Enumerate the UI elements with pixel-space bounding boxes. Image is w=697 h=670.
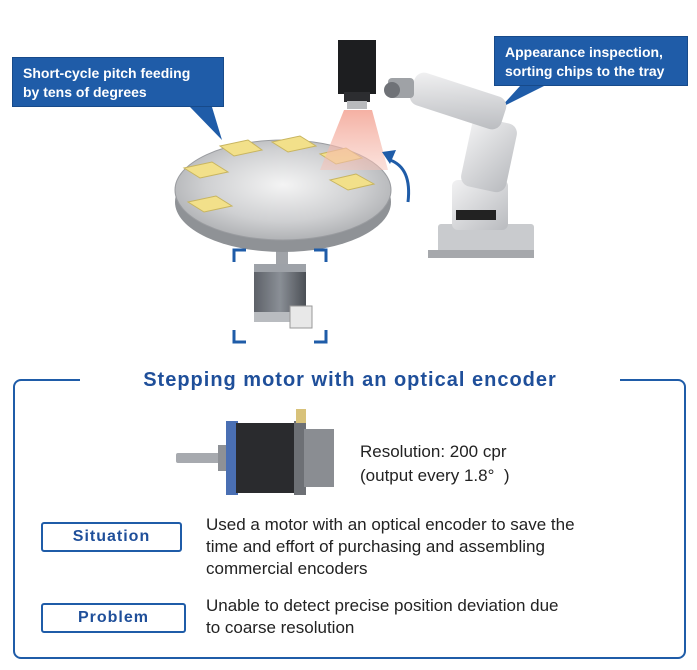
callout-right-pointer — [500, 86, 544, 108]
situation-line: commercial encoders — [206, 559, 368, 578]
spec-line: Resolution: 200 cpr — [360, 442, 507, 461]
callout-inspection: Appearance inspection, sorting chips to … — [494, 36, 688, 86]
focus-brackets — [232, 248, 328, 344]
problem-text: Unable to detect precise position deviat… — [206, 595, 676, 639]
problem-line: to coarse resolution — [206, 618, 355, 637]
situation-line: Used a motor with an optical encoder to … — [206, 515, 575, 534]
spec-line: (output every 1.8° ) — [360, 466, 510, 485]
inspection-camera — [338, 40, 376, 109]
chip — [218, 139, 264, 157]
callout-left-pointer — [190, 107, 222, 140]
callout-line: sorting chips to the tray — [505, 63, 665, 79]
situation-text: Used a motor with an optical encoder to … — [206, 514, 676, 580]
motor-spec: Resolution: 200 cpr (output every 1.8° ) — [360, 440, 509, 488]
motor-flange — [226, 421, 238, 495]
encoder-housing — [304, 429, 334, 487]
rotation-arrow — [389, 158, 411, 203]
motor-body — [236, 423, 296, 493]
chip — [186, 195, 234, 213]
chips — [182, 135, 376, 213]
chip — [328, 173, 376, 191]
robot-arm — [384, 72, 534, 258]
camera-light-beam — [320, 110, 388, 170]
problem-label: Problem — [41, 603, 186, 633]
rotation-arrow-head — [382, 150, 396, 164]
callout-line: by tens of degrees — [23, 84, 147, 100]
callout-line: Appearance inspection, — [505, 44, 663, 60]
motor-shaft — [176, 453, 226, 463]
problem-line: Unable to detect precise position deviat… — [206, 596, 559, 615]
situation-label: Situation — [41, 522, 182, 552]
situation-line: time and effort of purchasing and assemb… — [206, 537, 545, 556]
machine-illustration — [174, 40, 544, 344]
callout-line: Short-cycle pitch feeding — [23, 65, 191, 81]
section-title: Stepping motor with an optical encoder — [80, 367, 620, 393]
turntable-motor — [254, 264, 313, 329]
chip — [270, 135, 318, 153]
chip — [182, 161, 230, 179]
callout-pitch-feeding: Short-cycle pitch feeding by tens of deg… — [12, 57, 224, 107]
encoder-motor-illustration — [176, 409, 334, 495]
